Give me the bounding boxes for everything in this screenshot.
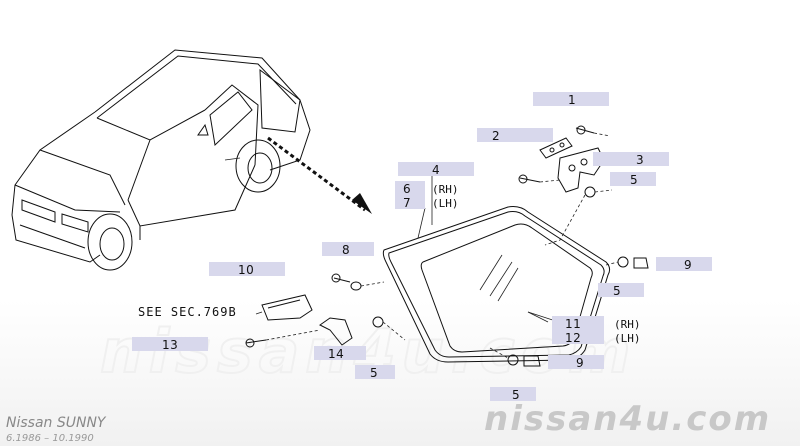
svg-text:5: 5 [370, 366, 378, 380]
callout-9-bottom[interactable]: 9 [548, 355, 604, 370]
fasteners [489, 256, 649, 367]
model-name: Nissan SUNNY [6, 415, 107, 431]
callout-1[interactable]: 1 [533, 92, 609, 107]
lower-left-parts [245, 273, 406, 348]
svg-text:13: 13 [162, 338, 178, 352]
svg-text:10: 10 [238, 263, 254, 277]
hinge-parts [518, 125, 613, 246]
callouts: 1 2 3 4 5 5 5 5 [132, 92, 712, 402]
svg-text:6: 6 [403, 182, 411, 196]
callout-14[interactable]: 14 [314, 346, 366, 361]
callout-10[interactable]: 10 [209, 262, 285, 277]
leader-lines [255, 170, 569, 326]
callout-9-right[interactable]: 9 [656, 257, 712, 272]
svg-text:9: 9 [576, 356, 584, 370]
model-years: 6.1986 – 10.1990 [6, 433, 94, 444]
callout-3[interactable]: 3 [593, 152, 669, 167]
callout-5-bottom[interactable]: 5 [490, 387, 536, 402]
callout-5-left[interactable]: 5 [355, 365, 395, 380]
callout-7[interactable]: 7 [395, 195, 425, 210]
callout-5-top[interactable]: 5 [610, 172, 656, 187]
svg-text:4: 4 [432, 163, 440, 177]
callout-4[interactable]: 4 [398, 162, 474, 177]
car-illustration [11, 49, 311, 271]
svg-text:11: 11 [565, 317, 581, 331]
callout-8[interactable]: 8 [322, 242, 374, 257]
svg-text:8: 8 [342, 243, 350, 257]
svg-text:1: 1 [568, 93, 576, 107]
background-band [0, 300, 800, 446]
callout-12[interactable]: 12 [552, 330, 604, 345]
svg-text:9: 9 [684, 258, 692, 272]
label-11-rh: (RH) [614, 318, 641, 331]
svg-text:5: 5 [613, 284, 621, 298]
svg-text:2: 2 [492, 129, 500, 143]
svg-text:14: 14 [328, 347, 344, 361]
svg-text:5: 5 [512, 388, 520, 402]
callout-2[interactable]: 2 [477, 128, 553, 143]
callout-5-right[interactable]: 5 [598, 283, 644, 298]
svg-text:3: 3 [636, 153, 644, 167]
callout-6[interactable]: 6 [395, 181, 425, 196]
watermark-corner: nissan4u.com [484, 399, 771, 439]
see-section-label: SEE SEC.769B [138, 305, 237, 319]
direction-arrow [267, 136, 372, 214]
label-12-lh: (LH) [614, 332, 641, 345]
label-7-lh: (LH) [432, 197, 459, 210]
label-6-rh: (RH) [432, 183, 459, 196]
callout-13[interactable]: 13 [132, 337, 208, 352]
svg-text:7: 7 [403, 196, 411, 210]
svg-text:12: 12 [565, 331, 581, 345]
svg-text:5: 5 [630, 173, 638, 187]
callout-11[interactable]: 11 [552, 316, 604, 331]
